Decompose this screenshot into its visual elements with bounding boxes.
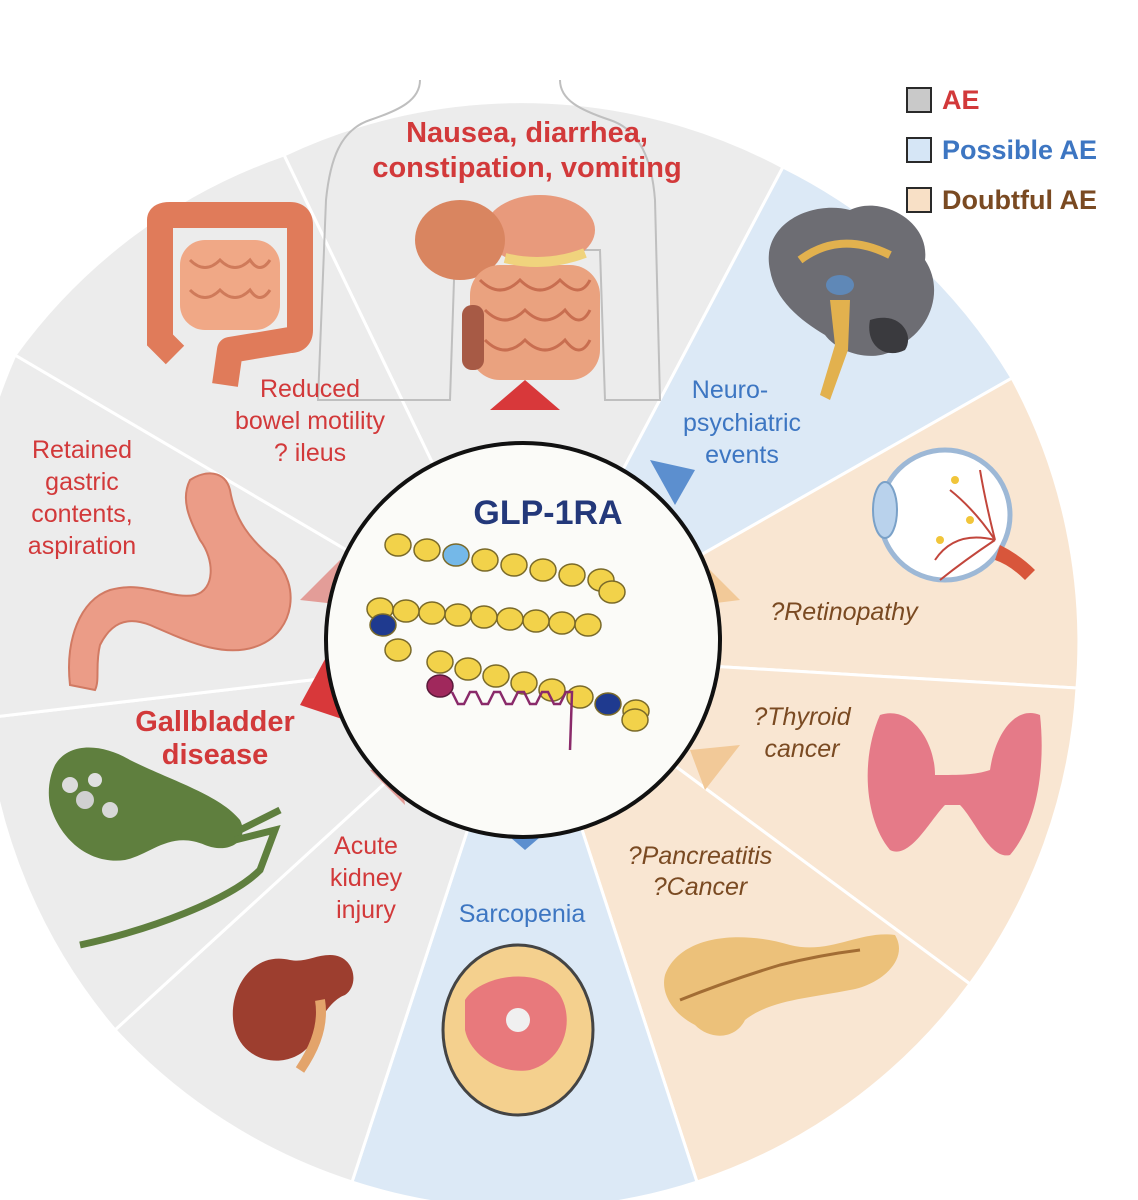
peptide-bead <box>471 548 499 572</box>
gastric-label-line4: aspiration <box>28 532 136 560</box>
legend-swatch-ae <box>906 87 932 113</box>
peptide-bead <box>500 553 528 577</box>
peptide-bead <box>369 613 397 637</box>
gastric-label-line1: Retained <box>32 436 132 464</box>
eye-illustration <box>872 447 1035 583</box>
gastric-label-line2: gastric <box>45 468 119 496</box>
peptide-bead <box>510 671 538 695</box>
peptide-bead <box>418 601 446 625</box>
gastric-label-line3: contents, <box>31 500 132 528</box>
kidney-illustration <box>232 955 354 1073</box>
diamond-top <box>490 380 560 410</box>
peptide-bead <box>482 664 510 688</box>
peptide-bead <box>392 599 420 623</box>
bowel-label-line3: ? ileus <box>274 439 346 467</box>
peptide-bead <box>594 692 622 716</box>
legend: AE Possible AE Doubtful AE <box>906 78 1136 228</box>
segment-labels: Nausea, diarrhea, constipation, vomiting… <box>28 117 919 928</box>
neuro-label-line2: psychiatric <box>683 409 801 437</box>
peptide-bead <box>384 533 412 557</box>
gallbladder-label-line1: Gallbladder <box>135 706 295 738</box>
thyroid-illustration <box>867 713 1042 856</box>
fatty-acid-chain <box>450 690 574 751</box>
peptide-bead <box>384 638 412 662</box>
bowel-label-line2: bowel motility <box>235 407 386 435</box>
peptide-bead <box>454 657 482 681</box>
center-title: GLP-1RA <box>473 494 622 532</box>
peptide-bead <box>566 685 594 709</box>
retinopathy-label: ?Retinopathy <box>770 598 919 626</box>
diamond-top-right <box>650 460 695 505</box>
kidney-label-line3: injury <box>336 896 396 924</box>
peptide-bead <box>529 558 557 582</box>
legend-label-possible-ae: Possible AE <box>942 134 1098 165</box>
peptide-bead <box>522 609 550 633</box>
legend-swatch-possible-ae <box>906 137 932 163</box>
segment-sarcopenia <box>350 650 699 1200</box>
legend-label-ae: AE <box>942 84 980 115</box>
nausea-label-line2: constipation, vomiting <box>372 152 681 184</box>
peptide-chain-illustration <box>366 533 650 751</box>
peptide-bead <box>444 603 472 627</box>
legend-item-possible-ae: Possible AE <box>906 128 1136 172</box>
thyroid-label-line2: cancer <box>764 735 841 763</box>
bowel-label-line1: Reduced <box>260 375 360 403</box>
legend-label-doubtful-ae: Doubtful AE <box>942 184 1097 215</box>
peptide-bead <box>574 613 602 637</box>
peptide-bead <box>621 708 649 732</box>
neuro-label-line1: Neuro- <box>692 376 768 404</box>
kidney-label-line2: kidney <box>330 864 403 892</box>
pancreas-illustration <box>664 934 899 1036</box>
diamond-right-lower <box>690 745 740 790</box>
legend-item-doubtful-ae: Doubtful AE <box>906 178 1136 222</box>
pancreatitis-label-line1: ?Pancreatitis <box>628 842 773 870</box>
peptide-bead <box>426 650 454 674</box>
colon-illustration <box>147 202 313 387</box>
peptide-bead <box>548 611 576 635</box>
legend-swatch-doubtful-ae <box>906 187 932 213</box>
kidney-label-line1: Acute <box>334 832 398 860</box>
torso-gi-illustration <box>316 79 662 401</box>
pancreatitis-label-line2: ?Cancer <box>653 873 749 901</box>
peptide-bead <box>496 607 524 631</box>
sarcopenia-label: Sarcopenia <box>459 900 586 928</box>
stomach-illustration <box>68 472 292 692</box>
peptide-bead <box>558 563 586 587</box>
peptide-bead <box>598 580 626 604</box>
peptide-terminal-bead <box>426 674 454 698</box>
neuro-label-line3: events <box>705 441 779 469</box>
thyroid-label-line1: ?Thyroid <box>753 703 851 731</box>
brain-illustration <box>768 205 935 400</box>
peptide-bead <box>442 543 470 567</box>
muscle-cross-section-illustration <box>441 943 595 1117</box>
legend-item-ae: AE <box>906 78 1136 122</box>
nausea-label-line1: Nausea, diarrhea, <box>406 117 648 149</box>
peptide-bead <box>413 538 441 562</box>
gallbladder-label-line2: disease <box>162 739 268 771</box>
gallbladder-illustration <box>48 747 282 949</box>
peptide-bead <box>470 605 498 629</box>
